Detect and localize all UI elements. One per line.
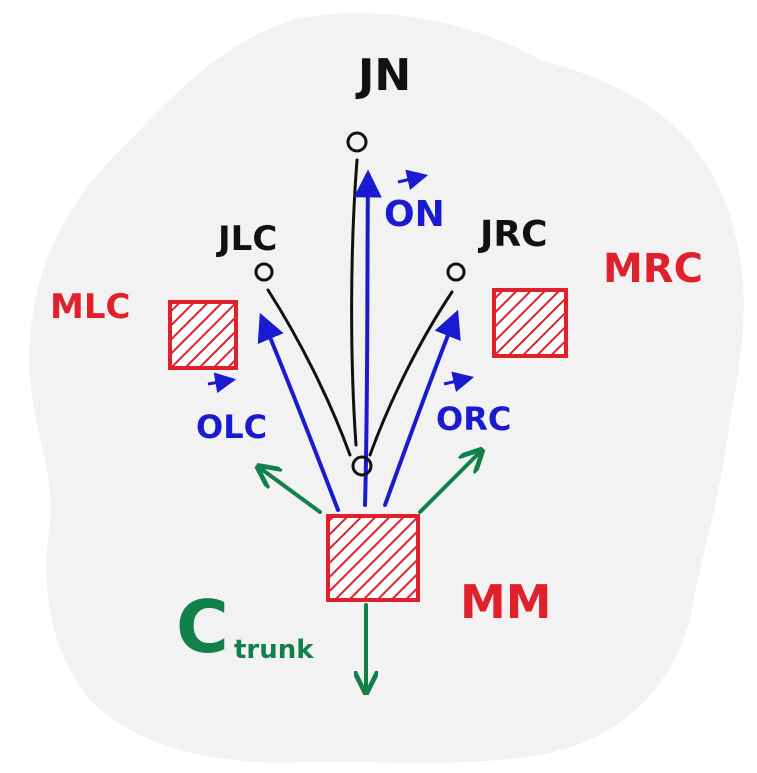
joint-root-circle bbox=[351, 455, 373, 477]
label-c-trunk: C bbox=[176, 585, 229, 669]
root-to-jlc-line bbox=[266, 288, 352, 457]
joint-jn-circle bbox=[346, 131, 368, 153]
vector-on-arrow bbox=[353, 169, 382, 507]
label-jlc: JLC bbox=[216, 219, 277, 259]
label-jn: JN bbox=[355, 50, 411, 101]
label-mlc: MLC bbox=[50, 287, 130, 327]
label-mrc: MRC bbox=[603, 246, 703, 292]
label-on: ON bbox=[384, 194, 445, 235]
orientation-vectors bbox=[257, 169, 461, 512]
joint-jrc-circle bbox=[446, 262, 466, 282]
label-mm: MM bbox=[460, 575, 552, 629]
trunk-arrows bbox=[260, 452, 480, 690]
trunk-left-arrow bbox=[260, 468, 322, 514]
label-olc-group: OLC bbox=[196, 372, 267, 446]
label-trunk-subscript: trunk bbox=[234, 635, 314, 665]
root-to-jrc-line bbox=[368, 290, 454, 457]
joints bbox=[254, 131, 466, 477]
muscle-mm-box bbox=[326, 514, 420, 602]
label-on-group: ON bbox=[384, 169, 445, 235]
muscle-mrc-box bbox=[492, 288, 568, 358]
vector-olc-arrow bbox=[257, 312, 340, 512]
vector-orc-arrow bbox=[383, 309, 461, 507]
label-jrc: JRC bbox=[477, 214, 548, 255]
trunk-right-arrow bbox=[418, 452, 480, 514]
background-blob bbox=[29, 13, 744, 763]
label-olc: OLC bbox=[196, 408, 267, 446]
label-orc: ORC bbox=[436, 400, 511, 438]
label-orc-group: ORC bbox=[436, 371, 511, 438]
muscle-mlc-box bbox=[168, 300, 238, 370]
joint-jlc-circle bbox=[254, 262, 274, 282]
